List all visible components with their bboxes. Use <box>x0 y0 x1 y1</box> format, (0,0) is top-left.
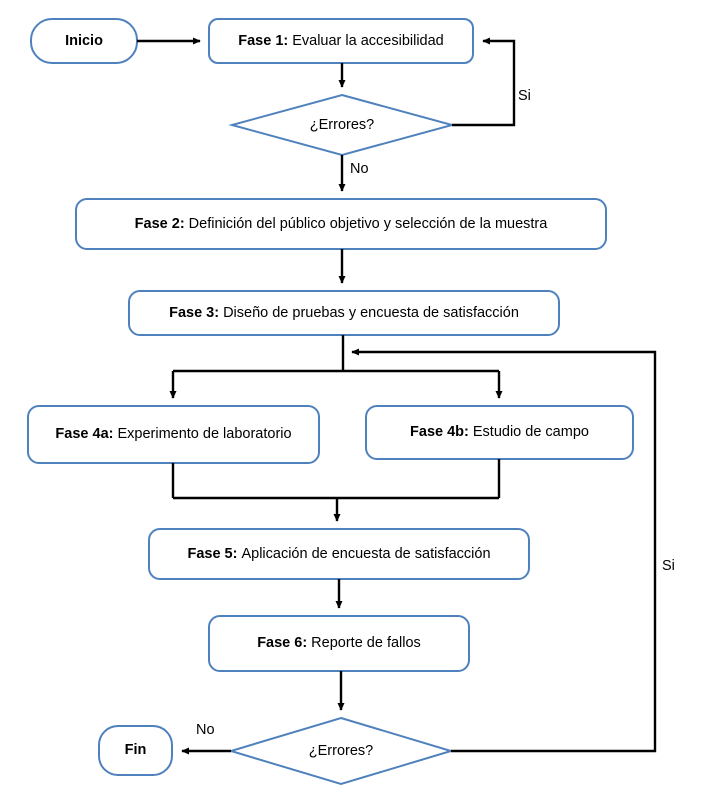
node-fase5-text: Aplicación de encuesta de satisfacción <box>241 545 491 562</box>
node-fase3-prefix: Fase 3: <box>169 304 220 321</box>
node-fase1-prefix: Fase 1: <box>238 32 289 49</box>
node-fase6-label: Fase 6: Reporte de fallos <box>209 616 469 671</box>
node-inicio-label: Inicio <box>31 19 137 63</box>
node-decision2-label: ¿Errores? <box>231 718 451 784</box>
node-fase4b-label: Fase 4b: Estudio de campo <box>366 406 633 459</box>
edge-label-decision1-yes-text: Si <box>518 88 531 104</box>
node-fase4a-text: Experimento de laboratorio <box>117 426 292 443</box>
node-fase2-prefix: Fase 2: <box>134 215 185 232</box>
node-fin-label: Fin <box>99 726 172 775</box>
edge-label-decision2-yes: Si <box>662 558 675 574</box>
edge-label-decision1-no-text: No <box>350 161 369 177</box>
node-fase2-label: Fase 2: Definición del público objetivo … <box>76 199 606 249</box>
node-fase2-text: Definición del público objetivo y selecc… <box>188 215 548 232</box>
edge-decision1-yes-to-fase1 <box>452 37 516 127</box>
node-fase4b-text: Estudio de campo <box>472 424 589 441</box>
edge-decision2-yes-to-fase3 <box>351 348 657 753</box>
node-fase6-text: Reporte de fallos <box>311 635 421 652</box>
node-decision1-label: ¿Errores? <box>232 95 452 155</box>
node-fase5-prefix: Fase 5: <box>187 545 238 562</box>
node-fase1-text: Evaluar la accesibilidad <box>292 32 444 49</box>
node-fase3-text: Diseño de pruebas y encuesta de satisfac… <box>223 304 519 321</box>
node-fin-shape[interactable] <box>98 725 173 776</box>
edge-label-decision2-no-text: No <box>196 722 215 738</box>
node-fase4a-prefix: Fase 4a: <box>55 426 114 443</box>
edge-label-decision1-no: No <box>350 161 369 177</box>
node-fase4b-prefix: Fase 4b: <box>410 424 469 441</box>
node-fase3-label: Fase 3: Diseño de pruebas y encuesta de … <box>129 291 559 335</box>
node-fase1-label: Fase 1: Evaluar la accesibilidad <box>209 19 473 63</box>
node-fase6-prefix: Fase 6: <box>257 635 308 652</box>
edge-label-decision2-yes-text: Si <box>662 558 675 574</box>
node-fase5-label: Fase 5: Aplicación de encuesta de satisf… <box>149 529 529 579</box>
node-inicio-text: Inicio <box>65 32 103 49</box>
edge-label-decision2-no: No <box>196 722 215 738</box>
node-fin-text: Fin <box>124 742 147 759</box>
edge-label-decision1-yes: Si <box>518 88 531 104</box>
node-decision2-text: ¿Errores? <box>308 743 374 759</box>
node-decision2-shape[interactable] <box>227 716 455 786</box>
node-decision1-text: ¿Errores? <box>309 117 375 133</box>
node-fase6-shape[interactable] <box>208 615 470 672</box>
node-fase4a-label: Fase 4a: Experimento de laboratorio <box>28 406 319 463</box>
